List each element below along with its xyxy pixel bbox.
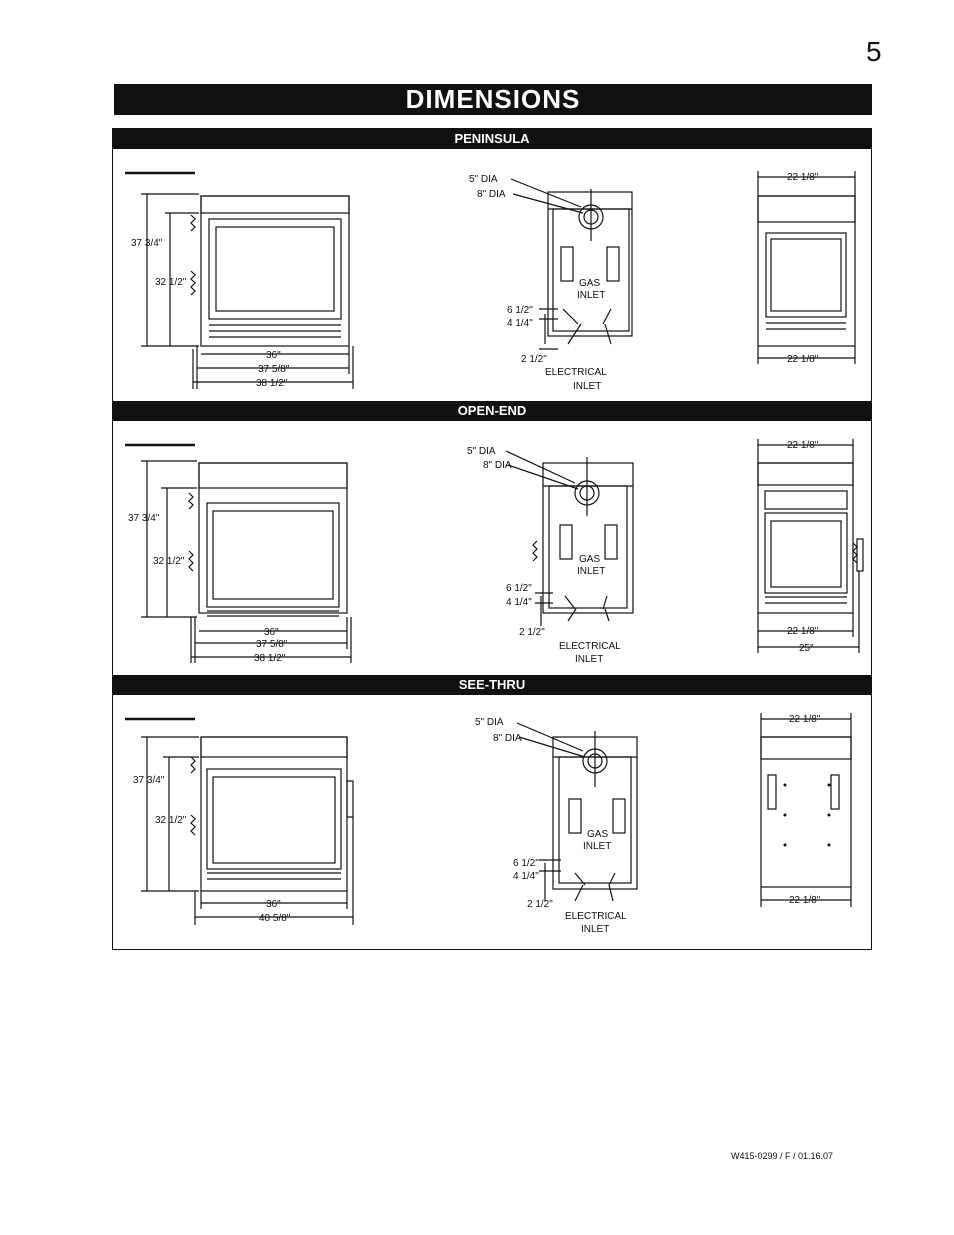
- front-width-1-label: 36": [266, 350, 281, 361]
- side-bottom-width-label: 22 1/8": [789, 895, 821, 906]
- top-electrical-label: ELECTRICAL: [545, 367, 607, 378]
- front-width-3-label: 38 1/2": [254, 653, 286, 664]
- page-number: 5: [866, 36, 882, 67]
- page-title: DIMENSIONS: [114, 84, 872, 115]
- top-gas-label: GAS: [579, 554, 600, 565]
- top-gas-inlet-label: INLET: [577, 290, 605, 301]
- side-top-width-label: 22 1/8": [787, 440, 819, 451]
- side-extra-width-label: 25": [799, 643, 814, 654]
- dimensions-panel: PENINSULA: [112, 128, 872, 950]
- side-top-width-label: 22 1/8": [789, 714, 821, 725]
- top-h2-label: 4 1/4": [506, 597, 532, 608]
- top-electrical-inlet-label: INLET: [581, 924, 609, 935]
- top-dia-8-label: 8" DIA: [483, 460, 512, 471]
- top-electrical-inlet-label: INLET: [573, 381, 601, 392]
- section-heading-open-end: OPEN-END: [113, 401, 871, 421]
- top-dia-5-label: 5" DIA: [469, 174, 498, 185]
- top-h3-label: 2 1/2": [521, 354, 547, 365]
- top-h1-label: 6 1/2": [513, 858, 539, 869]
- top-dia-5-label: 5" DIA: [467, 446, 496, 457]
- see-thru-diagram: 37 3/4" 32 1/2" 36" 40 5/8" 5" DIA 8" DI…: [125, 713, 852, 935]
- front-width-1-label: 36": [266, 899, 281, 910]
- top-h3-label: 2 1/2": [527, 899, 553, 910]
- section-heading-peninsula: PENINSULA: [113, 129, 871, 149]
- front-height-outer-label: 37 3/4": [131, 238, 163, 249]
- top-dia-8-label: 8" DIA: [493, 733, 522, 744]
- front-width-3-label: 38 1/2": [256, 378, 288, 389]
- top-gas-label: GAS: [579, 278, 600, 289]
- top-h3-label: 2 1/2": [519, 627, 545, 638]
- document-code: W415-0299 / F / 01.16.07: [731, 1151, 834, 1161]
- side-bottom-width-label: 22 1/8": [787, 626, 819, 637]
- section-heading-see-thru: SEE-THRU: [113, 675, 871, 695]
- peninsula-diagram: 37 3/4" 32 1/2" 36" 37 5/8" 38 1/2" 5" D…: [125, 171, 856, 392]
- top-dia-8-label: 8" DIA: [477, 189, 506, 200]
- top-electrical-inlet-label: INLET: [575, 654, 603, 665]
- top-gas-inlet-label: INLET: [583, 841, 611, 852]
- front-width-2-label: 37 5/8": [258, 364, 290, 375]
- side-top-width-label: 22 1/8": [787, 172, 819, 183]
- front-height-inner-label: 32 1/2": [153, 556, 185, 567]
- front-height-inner-label: 32 1/2": [155, 277, 187, 288]
- front-width-2-label: 37 5/8": [256, 639, 288, 650]
- front-height-outer-label: 37 3/4": [133, 775, 165, 786]
- top-electrical-label: ELECTRICAL: [559, 641, 621, 652]
- front-width-2-label: 40 5/8": [259, 913, 291, 924]
- top-h2-label: 4 1/4": [513, 871, 539, 882]
- top-h1-label: 6 1/2": [506, 583, 532, 594]
- front-width-1-label: 36": [264, 627, 279, 638]
- top-h1-label: 6 1/2": [507, 305, 533, 316]
- side-bottom-width-label: 22 1/8": [787, 354, 819, 365]
- open-end-diagram: 37 3/4" 32 1/2" 36" 37 5/8" 38 1/2" 5" D…: [125, 439, 864, 665]
- front-height-outer-label: 37 3/4": [128, 513, 160, 524]
- top-h2-label: 4 1/4": [507, 318, 533, 329]
- top-electrical-label: ELECTRICAL: [565, 911, 627, 922]
- top-gas-inlet-label: INLET: [577, 566, 605, 577]
- front-height-inner-label: 32 1/2": [155, 815, 187, 826]
- top-dia-5-label: 5" DIA: [475, 717, 504, 728]
- top-gas-label: GAS: [587, 829, 608, 840]
